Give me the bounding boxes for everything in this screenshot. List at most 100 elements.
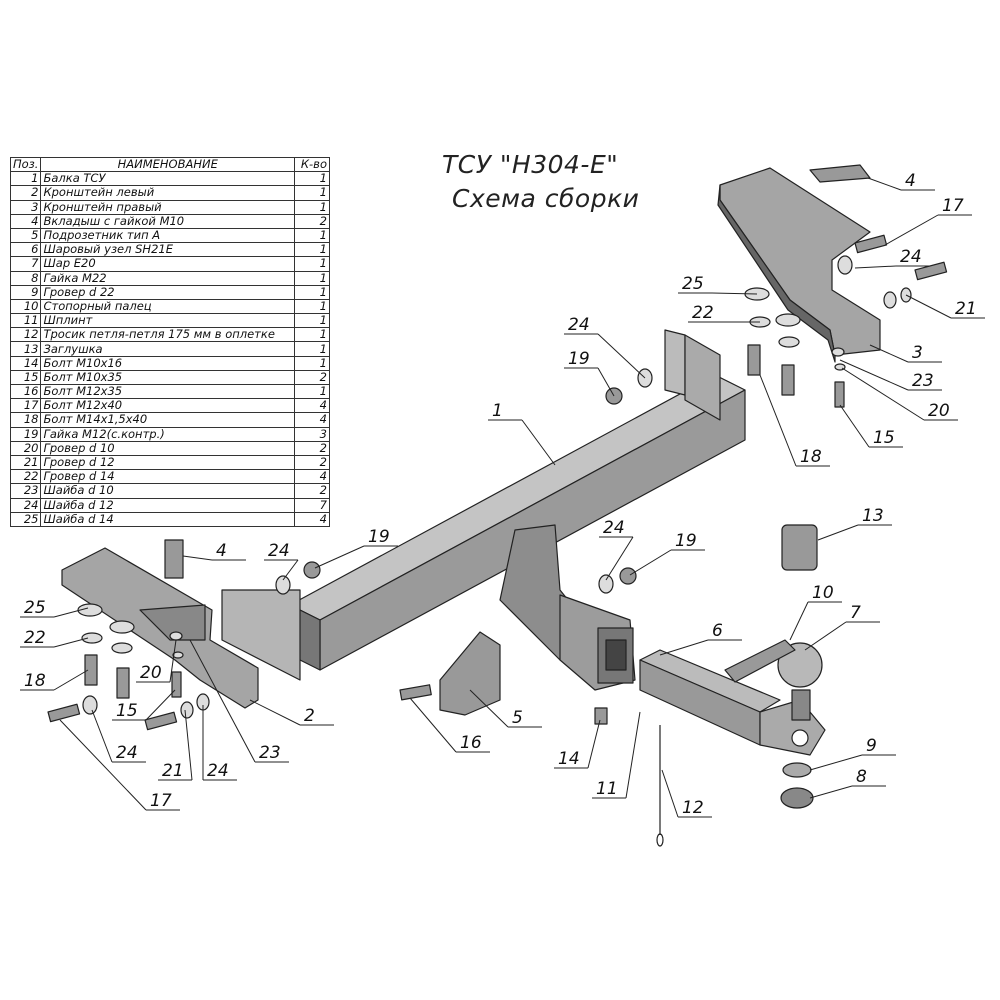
callout-leader	[817, 524, 859, 541]
callout-leader	[605, 536, 634, 581]
callout-leader	[587, 719, 601, 769]
callout-leader	[759, 374, 797, 467]
cell-pos: 22	[9, 469, 42, 485]
cell-pos: 20	[9, 440, 42, 456]
callout-number: 12	[682, 798, 704, 818]
callout-leader	[804, 621, 847, 651]
callout-leader	[314, 545, 365, 569]
callout-number: 23	[912, 371, 934, 391]
header-qty: К-во	[294, 156, 330, 173]
cell-pos: 1	[9, 171, 42, 187]
callout-number: 9	[866, 736, 877, 756]
callout-leader	[659, 639, 709, 656]
callout-leader	[91, 709, 113, 763]
callout-leader	[409, 697, 457, 753]
callout-number: 11	[596, 779, 618, 799]
cell-qty: 1	[294, 199, 330, 215]
callout-leader	[905, 294, 952, 319]
callout-number: 10	[812, 583, 834, 603]
callout-leader	[597, 367, 615, 397]
cell-name: Балка ТСУ	[40, 171, 295, 187]
cell-pos: 18	[9, 412, 42, 428]
cell-name: Гровер d 14	[40, 469, 295, 485]
cell-pos: 17	[9, 398, 42, 414]
callout-leader	[867, 177, 902, 191]
callout-number: 5	[512, 708, 523, 728]
callout-number: 17	[942, 196, 964, 216]
callout-leader	[53, 607, 89, 618]
callout-leader	[53, 669, 89, 691]
cell-name: Шаровый узел SH21E	[40, 242, 295, 258]
callout-number: 15	[873, 428, 895, 448]
callout-leader	[854, 265, 897, 269]
callout-number: 1	[492, 401, 503, 421]
callout-number: 2	[304, 706, 315, 726]
cell-pos: 19	[9, 426, 42, 442]
callout-leader	[629, 549, 672, 576]
callout-leader	[53, 637, 89, 648]
callout-leader	[59, 719, 147, 811]
cell-pos: 12	[9, 327, 42, 343]
callout-number: 21	[955, 299, 977, 319]
cell-qty: 1	[294, 355, 330, 371]
callout-labels: 4172421252232320152419118132419107651614…	[20, 171, 985, 818]
header-pos: Поз.	[9, 156, 42, 173]
callout-leader	[189, 639, 256, 763]
callout-leader	[182, 555, 213, 561]
callout-leader	[282, 559, 299, 581]
cell-pos: 11	[9, 313, 42, 329]
callout-number: 19	[568, 349, 590, 369]
callout-number: 17	[150, 791, 172, 811]
diagram-title: ТСУ "Н304-Е"	[442, 150, 619, 179]
callout-number: 3	[912, 343, 923, 363]
callout-leader	[249, 699, 301, 726]
insert-left	[164, 539, 184, 579]
cell-name: Вкладыш с гайкой М10	[40, 213, 295, 229]
cell-qty: 1	[294, 171, 330, 187]
callout-number: 24	[900, 247, 922, 267]
callout-number: 20	[140, 663, 162, 683]
cell-qty: 4	[294, 511, 330, 527]
callout-number: 22	[692, 303, 714, 323]
callout-number: 7	[850, 603, 861, 623]
callout-number: 19	[675, 531, 697, 551]
callout-number: 13	[862, 506, 884, 526]
cell-pos: 3	[9, 199, 42, 215]
callout-leader	[809, 785, 853, 799]
diagram-subtitle: Схема сборки	[452, 184, 640, 213]
callout-leader	[869, 344, 909, 363]
spring-washer	[782, 762, 812, 778]
callout-leader	[839, 404, 870, 448]
callout-leader	[809, 754, 863, 771]
callout-number: 6	[712, 621, 723, 641]
callout-leader	[839, 359, 909, 391]
callout-leader	[884, 214, 939, 246]
callout-number: 24	[568, 315, 590, 335]
callout-leader	[625, 711, 641, 799]
plug	[781, 524, 818, 571]
cell-name: Болт М12х40	[40, 398, 295, 414]
cell-pos: 4	[9, 213, 42, 229]
callout-number: 25	[682, 274, 704, 294]
lock-pin	[724, 639, 796, 683]
callout-number: 21	[162, 761, 184, 781]
cell-qty: 1	[294, 185, 330, 201]
callout-number: 24	[603, 518, 625, 538]
callout-number: 16	[460, 733, 482, 753]
cell-pos: 25	[9, 511, 42, 527]
callout-number: 4	[216, 541, 227, 561]
